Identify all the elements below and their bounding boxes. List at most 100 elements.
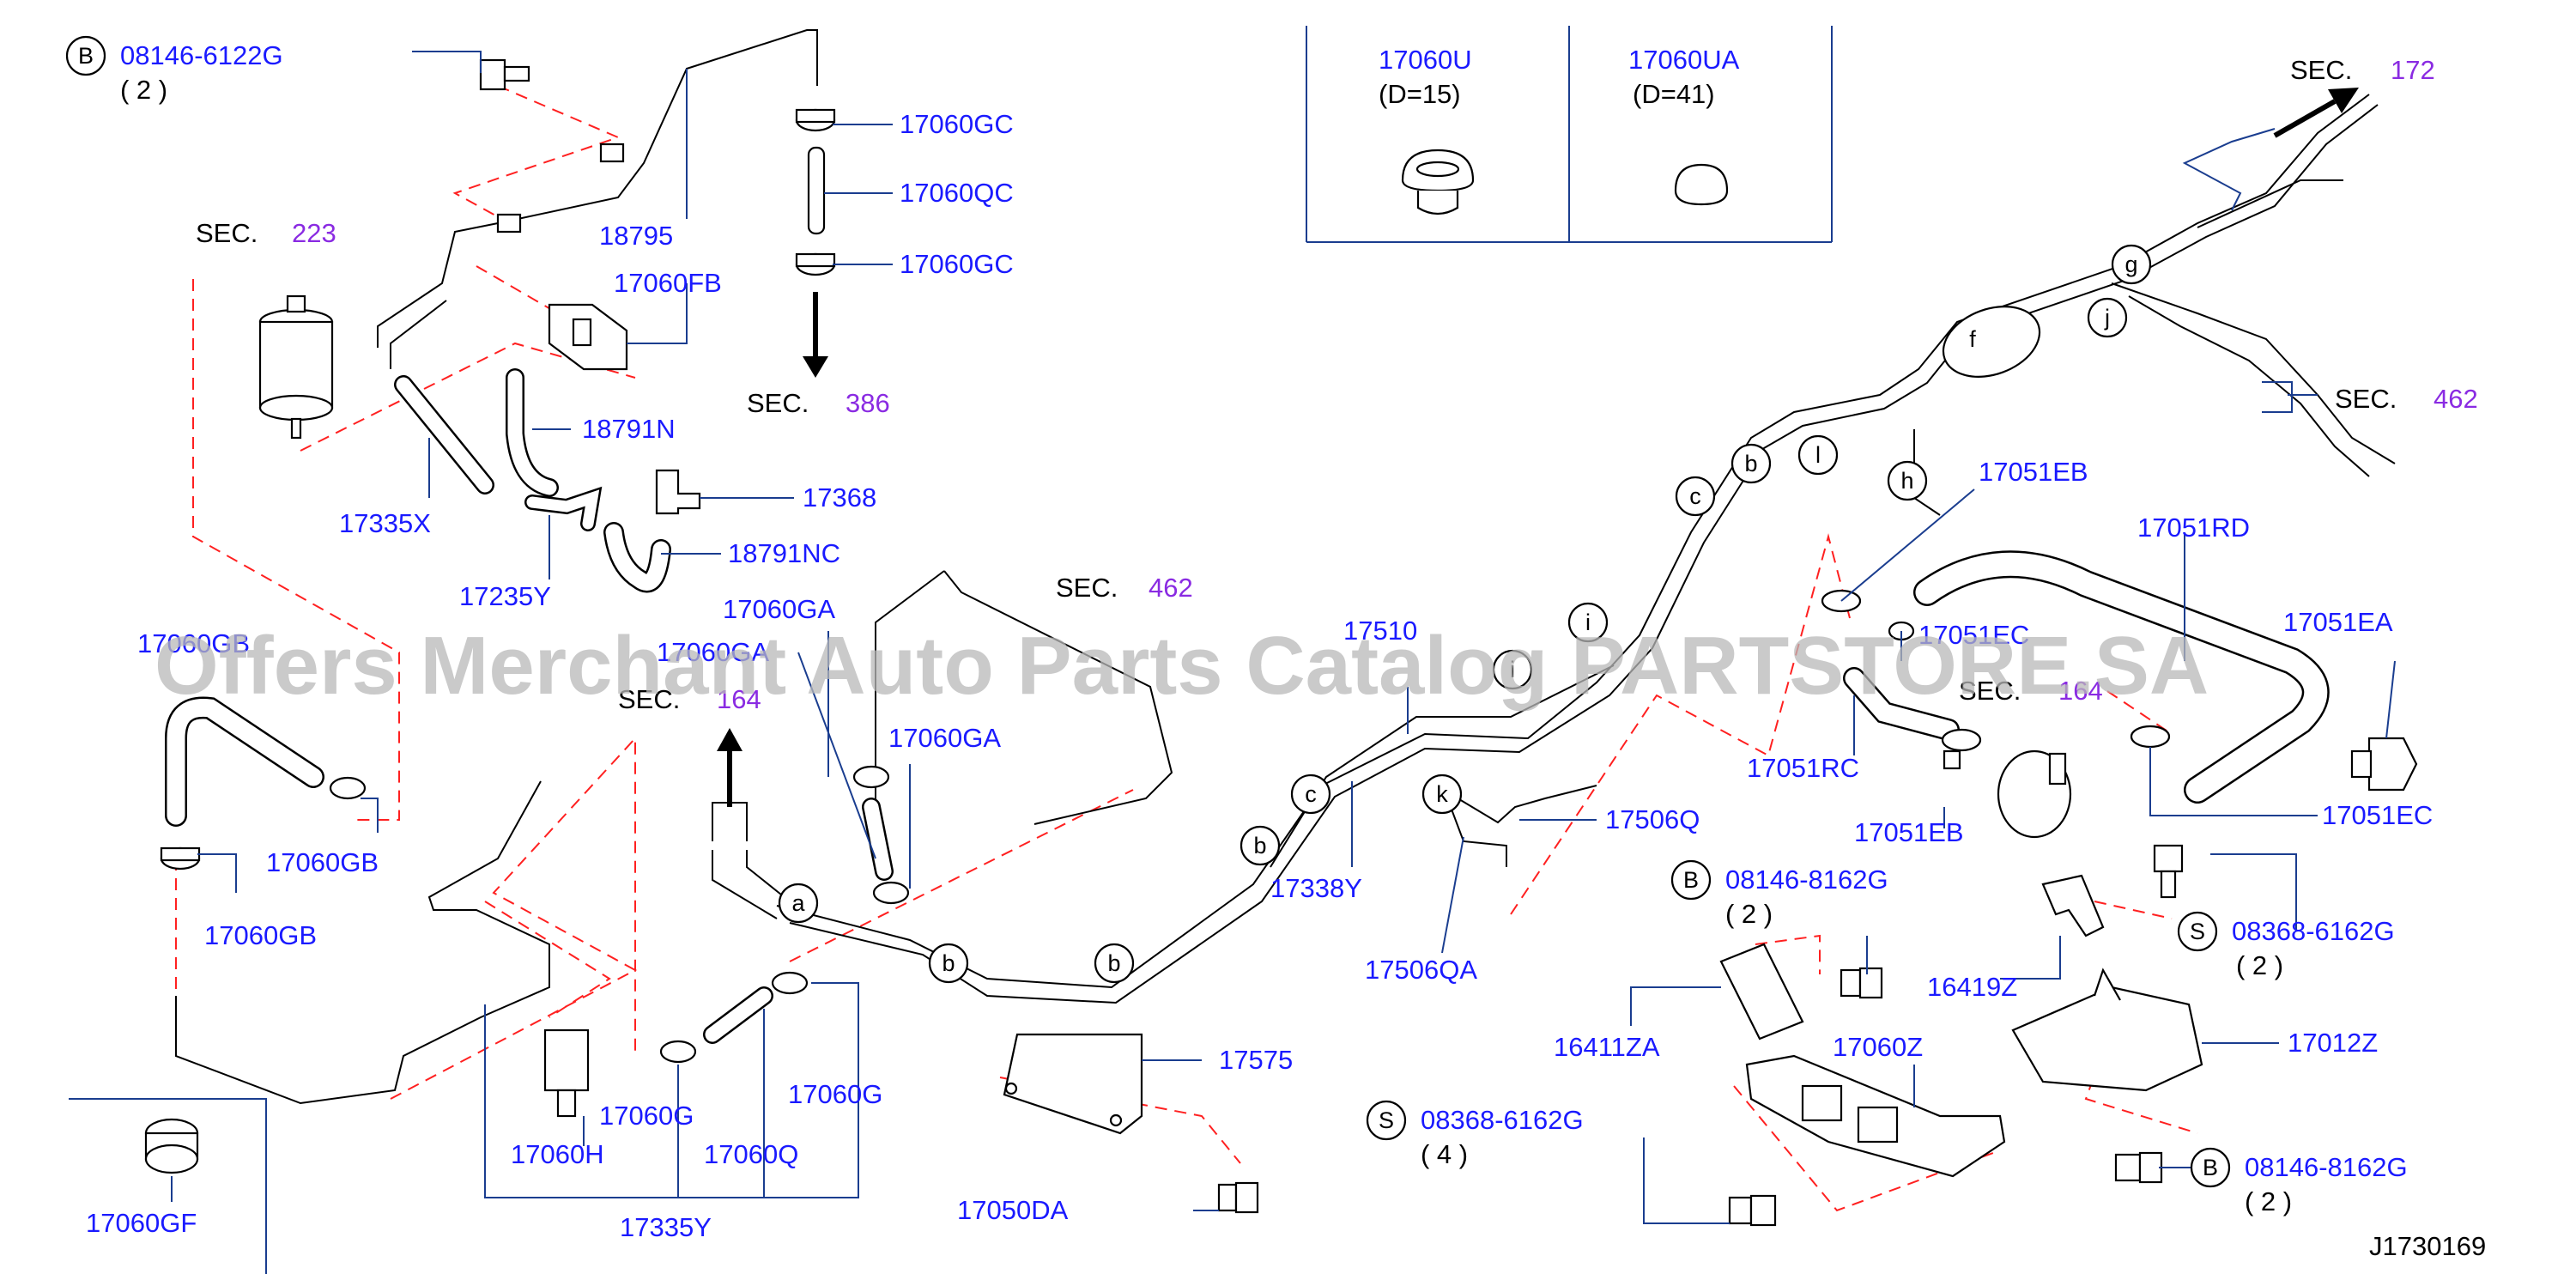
label-17051rc: 17051RC	[1747, 753, 1859, 783]
svg-text:j: j	[2104, 305, 2110, 331]
svg-text:SEC.: SEC.	[196, 218, 258, 248]
label-17051eb-a: 17051EB	[1979, 457, 2088, 487]
clamp-17060ga-b	[872, 881, 910, 905]
clamp-17060gc-lower	[795, 252, 836, 276]
label-17012z: 17012Z	[2288, 1028, 2378, 1058]
svg-text:b: b	[942, 950, 955, 976]
callout-l: l	[1797, 434, 1839, 476]
callout-b3: b	[1240, 825, 1281, 866]
svg-text:i: i	[1585, 610, 1591, 635]
svg-text:B: B	[2203, 1155, 2218, 1180]
svg-text:S: S	[1379, 1107, 1394, 1133]
hose-17060ga	[862, 798, 894, 881]
label-17060g-b: 17060G	[788, 1079, 882, 1109]
label-17060gf: 17060GF	[86, 1208, 197, 1238]
label-17335y: 17335Y	[620, 1212, 712, 1242]
bracket-17012z	[2011, 968, 2203, 1092]
callout-c2: c	[1675, 476, 1716, 517]
sec-223: SEC. 223	[196, 218, 336, 248]
label-17060gc-b: 17060GC	[900, 249, 1014, 279]
label-17510: 17510	[1343, 616, 1417, 646]
svg-text:SEC.: SEC.	[1056, 573, 1118, 603]
svg-text:223: 223	[292, 218, 336, 248]
label-17060gb-top: 17060GB	[137, 628, 250, 658]
filter-sec164	[1997, 749, 2072, 839]
svg-text:462: 462	[2434, 384, 2478, 414]
frame-outline-left	[175, 780, 550, 1105]
label-17060ga-b: 17060GA	[657, 637, 769, 667]
sec-172: SEC. 172	[2290, 55, 2435, 85]
canister-sec223	[258, 294, 334, 440]
callout-b1: b	[928, 943, 969, 984]
svg-text:SEC.: SEC.	[2335, 384, 2397, 414]
hose-17235y	[524, 486, 603, 531]
retainer-f	[1942, 306, 2041, 378]
arrow-down-386	[803, 292, 828, 378]
arrow-up-right-172	[2273, 88, 2359, 138]
connector-17051ea	[2350, 737, 2418, 792]
section-refs: SEC.223 SEC.386 SEC.462 SEC.164 SEC.164 …	[196, 55, 2478, 714]
marker-s-1: S	[2177, 911, 2218, 952]
label-08146-8162g-a: 08146-8162G	[1725, 864, 1888, 895]
label-qty-4: ( 4 )	[1421, 1139, 1468, 1169]
svg-text:S: S	[2190, 919, 2205, 944]
fuel-tube-main	[776, 94, 2396, 1004]
sec-462-a: SEC. 462	[1056, 573, 1193, 603]
leader-lines	[69, 51, 2396, 1274]
label-d15: (D=15)	[1379, 79, 1461, 109]
bracket-16411za	[1719, 943, 1804, 1040]
clamp-17060ga-a	[852, 765, 890, 789]
pipe-sec164	[712, 802, 791, 919]
label-17060gb-b: 17060GB	[204, 920, 317, 950]
svg-text:i: i	[1510, 657, 1515, 682]
callout-h: h	[1887, 460, 1928, 501]
marker-b-3: B	[2190, 1147, 2231, 1188]
label-17051ea: 17051EA	[2283, 607, 2393, 637]
diagram-id: J1730169	[2369, 1231, 2486, 1261]
callout-i1: i	[1492, 649, 1533, 690]
svg-text:g: g	[2124, 252, 2137, 277]
svg-text:b: b	[1744, 451, 1757, 476]
bolt-17050da	[1217, 1181, 1259, 1214]
hose-18791n	[506, 368, 559, 497]
arrow-up-164	[717, 728, 742, 807]
hose-18791nc	[603, 522, 671, 593]
label-08368-6162g-b: 08368-6162G	[1421, 1105, 1584, 1135]
label-17060g-a: 17060G	[599, 1101, 694, 1131]
label-08146-6122g: 08146-6122G	[120, 40, 283, 70]
svg-text:c: c	[1305, 781, 1317, 807]
label-17060u: 17060U	[1379, 45, 1472, 75]
label-qty-2-a: ( 2 )	[120, 75, 167, 105]
label-17506qa: 17506QA	[1365, 955, 1477, 985]
label-17060q: 17060Q	[704, 1139, 798, 1169]
svg-text:B: B	[1683, 867, 1699, 893]
hose-17060qc	[807, 146, 826, 235]
clamp-17051ec-lower	[2130, 725, 2171, 749]
label-17335x: 17335X	[339, 508, 431, 538]
label-18791nc: 18791NC	[728, 538, 840, 568]
hose-17335x	[394, 375, 494, 494]
label-17060h: 17060H	[511, 1139, 604, 1169]
svg-text:172: 172	[2391, 55, 2435, 85]
reference-dash-lines	[175, 85, 2198, 1212]
label-qty-2-b: ( 2 )	[1725, 899, 1773, 929]
sec-164-a: SEC.164	[618, 684, 761, 714]
marker-b-2: B	[1670, 859, 1712, 901]
clamp-17060g-right	[771, 971, 809, 995]
svg-text:SEC.: SEC.	[2290, 55, 2352, 85]
label-d41: (D=41)	[1633, 79, 1715, 109]
svg-text:462: 462	[1149, 573, 1193, 603]
hose-17051rd	[1913, 550, 2330, 804]
bracket-16419z	[2041, 874, 2105, 937]
label-17060ua: 17060UA	[1628, 45, 1740, 75]
clamp-17060gc-upper	[795, 108, 836, 132]
svg-text:l: l	[1815, 442, 1821, 468]
hose-17060q	[703, 986, 773, 1044]
svg-text:c: c	[1689, 483, 1701, 509]
svg-text:a: a	[791, 890, 805, 916]
label-17506q: 17506Q	[1605, 804, 1700, 834]
label-17575: 17575	[1219, 1045, 1293, 1075]
label-17060gb-a: 17060GB	[266, 847, 379, 877]
svg-text:386: 386	[846, 388, 890, 418]
label-17368: 17368	[803, 482, 876, 513]
